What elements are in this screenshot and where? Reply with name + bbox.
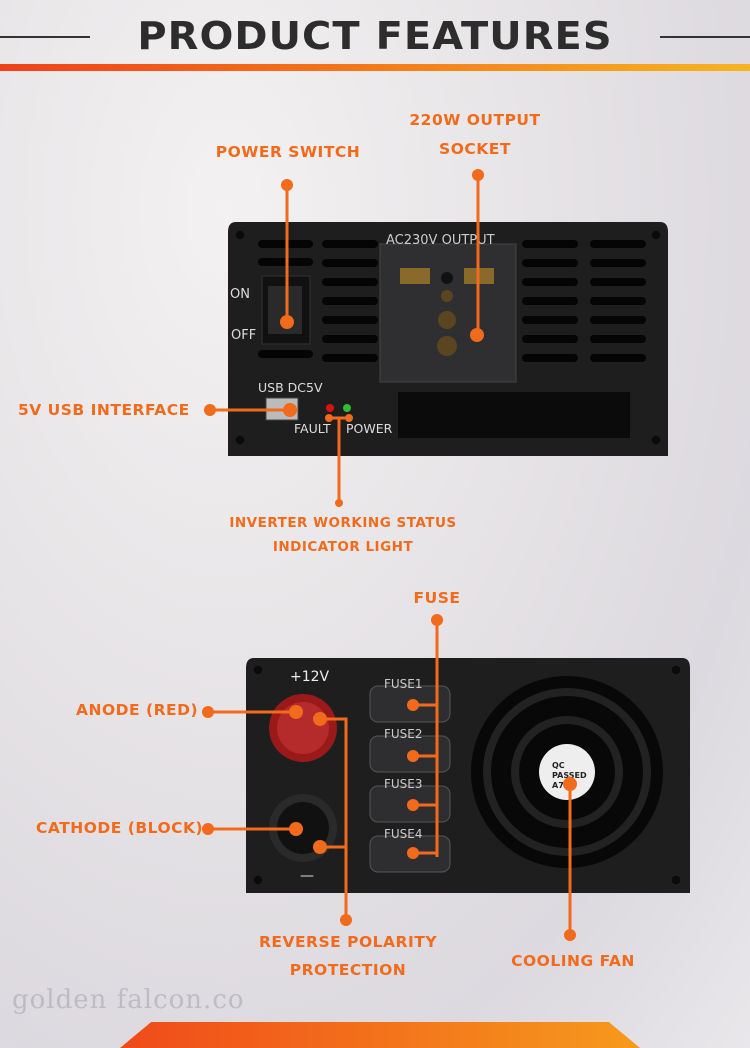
callout-dot	[345, 414, 353, 422]
callout-anode: ANODE (RED)	[76, 701, 199, 719]
callout-dot	[470, 328, 484, 342]
page-title: PRODUCT FEATURES	[137, 14, 613, 58]
vent-slot	[322, 240, 378, 248]
callout-indicator-1: INVERTER WORKING STATUS	[229, 515, 457, 531]
vent-slot	[590, 259, 646, 267]
callout-power-switch: POWER SWITCH	[215, 143, 361, 161]
callout-dot	[563, 777, 577, 791]
header-rule-right	[660, 36, 750, 38]
sticker-passed: PASSED	[552, 771, 587, 780]
callout-fuse: FUSE	[413, 589, 461, 607]
callout-output-socket-2: SOCKET	[439, 140, 511, 158]
callout-dot	[407, 750, 419, 762]
usb-label: USB DC5V	[258, 380, 323, 395]
inverter-front-panel: ON OFF AC230V OUTPUT USB DC5V FAULT POWE…	[228, 222, 668, 456]
vent-slot	[322, 354, 378, 362]
vent-slot	[522, 278, 578, 286]
vent-slot	[522, 297, 578, 305]
callout-cathode: CATHODE (BLOCK)	[36, 819, 204, 837]
callout-reverse-1: REVERSE POLARITY	[258, 933, 438, 951]
positive-label: +12V	[290, 669, 330, 685]
callout-dot	[280, 315, 294, 329]
callout-dot	[564, 929, 576, 941]
fuse1-label: FUSE1	[384, 677, 423, 691]
callout-dot	[407, 847, 419, 859]
callout-usb: 5V USB INTERFACE	[18, 401, 190, 419]
negative-label: —	[300, 868, 314, 884]
callout-dot	[289, 705, 303, 719]
sticker-a7: A7	[552, 781, 564, 790]
power-label: POWER	[346, 421, 393, 436]
callout-dot	[313, 712, 327, 726]
inverter-back-panel: +12V — FUSE1 FUSE2 FUSE3 FUSE4 QC PASSED…	[246, 658, 690, 893]
vent-slot	[590, 278, 646, 286]
fuse2-label: FUSE2	[384, 727, 423, 741]
vent-slot	[522, 316, 578, 324]
callout-fan: COOLING FAN	[511, 952, 635, 970]
fault-label: FAULT	[294, 421, 331, 436]
watermark: golden falcon.co	[12, 985, 245, 1015]
vent-slot	[322, 278, 378, 286]
callout-output-socket-1: 220W OUTPUT	[409, 111, 541, 129]
callout-dots	[202, 169, 577, 941]
vent-slot	[522, 354, 578, 362]
callout-lines	[208, 175, 572, 935]
callout-dot	[202, 823, 214, 835]
vent-slot	[590, 335, 646, 343]
callout-dot	[313, 840, 327, 854]
vent-slot	[522, 259, 578, 267]
vent-slot	[522, 240, 578, 248]
vent-slot	[590, 297, 646, 305]
vent-slot	[590, 354, 646, 362]
callout-dot	[472, 169, 484, 181]
callout-dot	[325, 414, 333, 422]
vent-slot	[322, 335, 378, 343]
footer-accent	[120, 1022, 640, 1048]
output-label: AC230V OUTPUT	[386, 233, 495, 248]
vent-slot	[322, 316, 378, 324]
vent-slot	[322, 259, 378, 267]
header-rule-left	[0, 36, 90, 38]
sticker-qc: QC	[552, 761, 565, 770]
callout-dot	[431, 614, 443, 626]
fuse4-label: FUSE4	[384, 827, 423, 841]
callout-dot	[340, 914, 352, 926]
callout-dot	[204, 404, 216, 416]
fuse3-label: FUSE3	[384, 777, 423, 791]
callout-dot	[335, 499, 343, 507]
callout-dot	[281, 179, 293, 191]
callout-dot	[407, 799, 419, 811]
vent-slot	[522, 335, 578, 343]
header-accent-bar	[0, 64, 750, 71]
callout-indicator-2: INDICATOR LIGHT	[272, 539, 414, 555]
on-label: ON	[230, 287, 250, 302]
vent-slot	[590, 316, 646, 324]
callout-dot	[407, 699, 419, 711]
vent-slot	[322, 297, 378, 305]
callout-dot	[283, 403, 297, 417]
callout-dot	[289, 822, 303, 836]
off-label: OFF	[231, 328, 256, 343]
vent-slot	[590, 240, 646, 248]
callout-reverse-2: PROTECTION	[289, 961, 407, 979]
callout-dot	[202, 706, 214, 718]
